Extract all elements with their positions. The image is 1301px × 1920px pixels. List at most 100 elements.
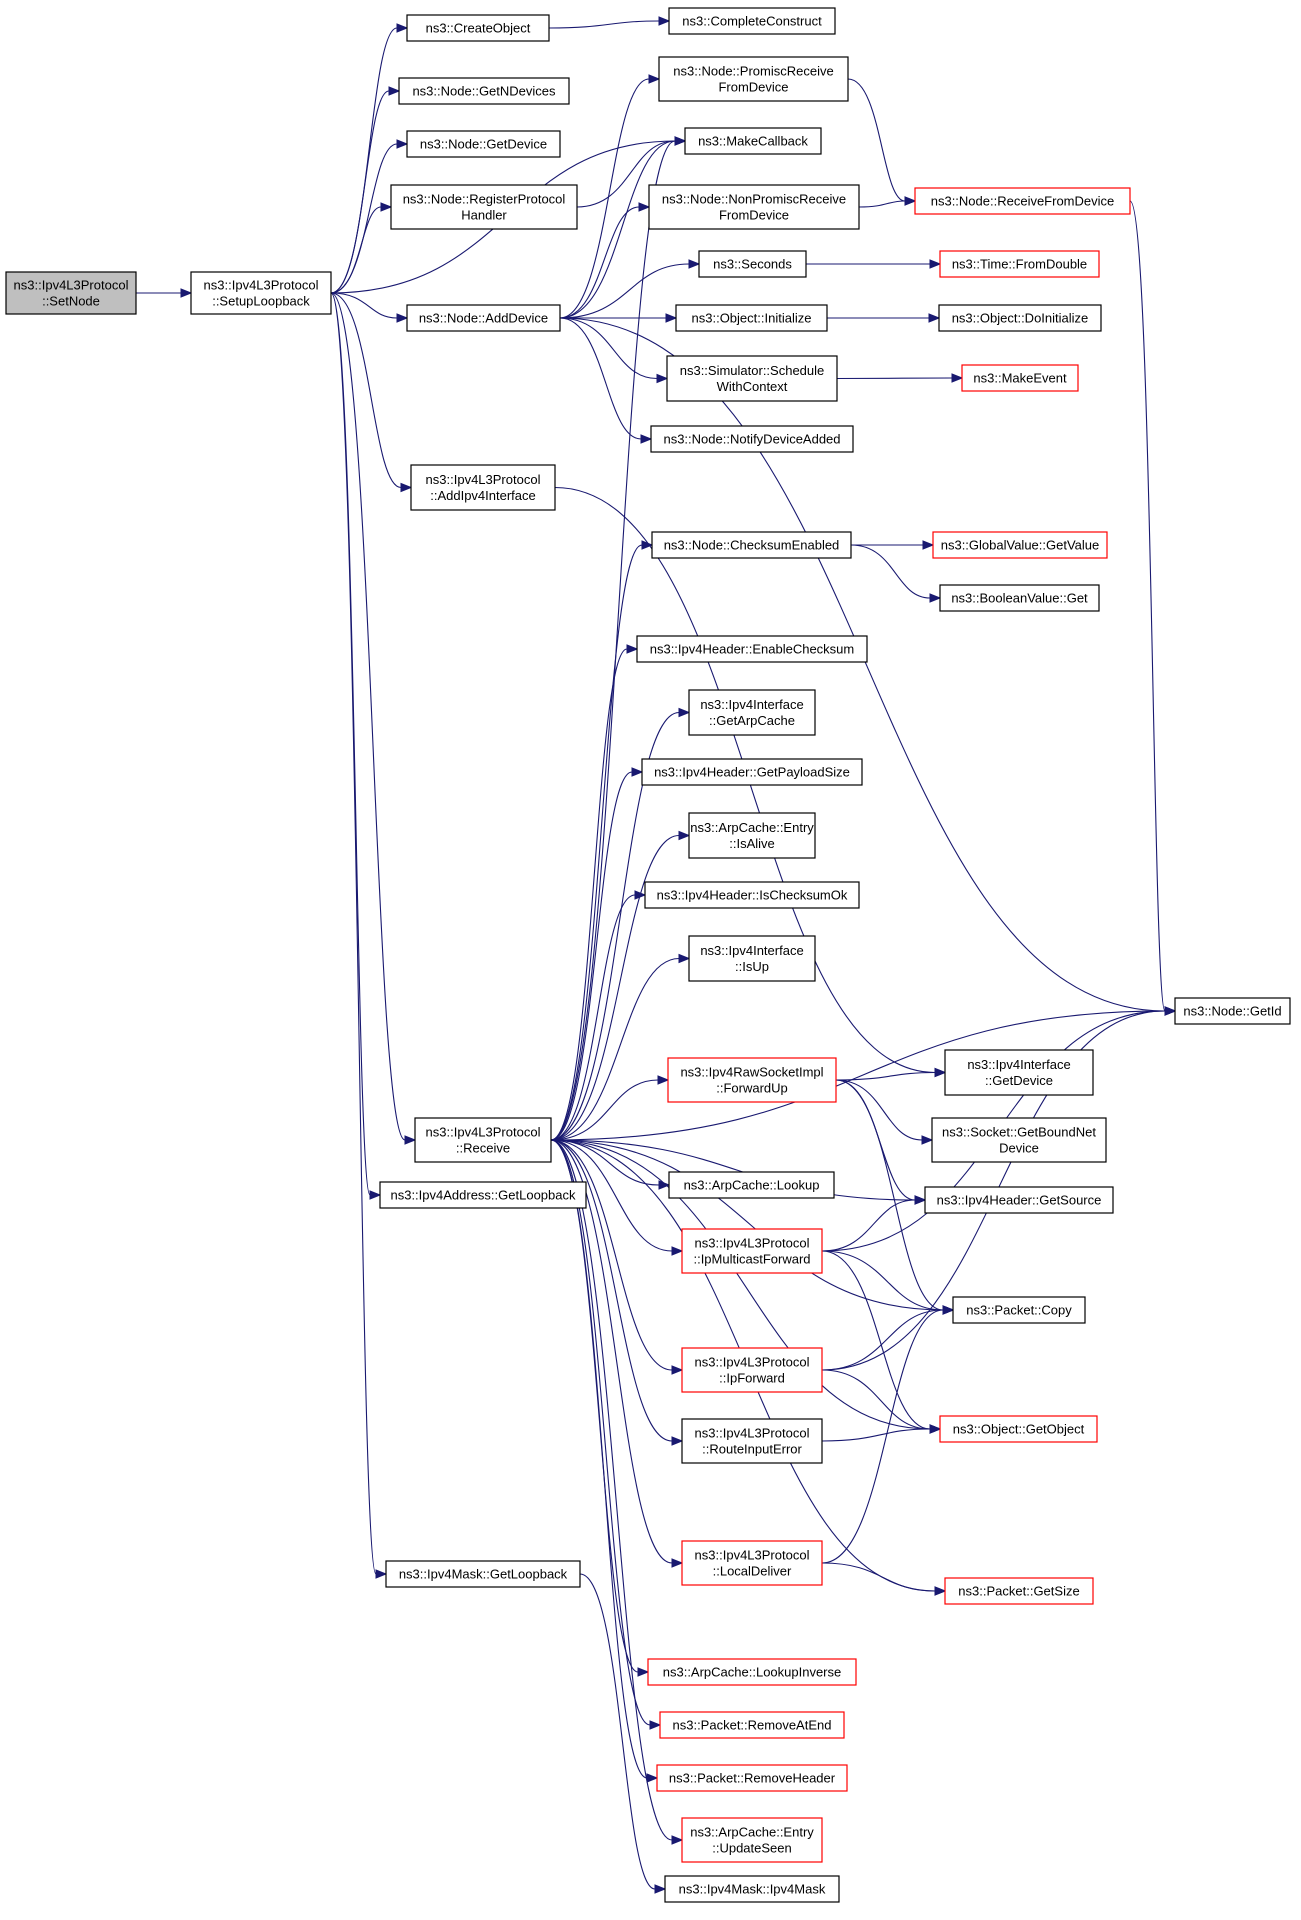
node-label: ns3::Ipv4Header::GetPayloadSize <box>654 765 850 780</box>
node-box <box>681 1540 823 1586</box>
node-label: ns3::CreateObject <box>426 21 531 36</box>
node-packetcopy[interactable]: ns3::Packet::Copy <box>952 1296 1086 1324</box>
node-doinitialize[interactable]: ns3::Object::DoInitialize <box>938 304 1102 332</box>
node-adddevice[interactable]: ns3::Node::AddDevice <box>406 304 561 332</box>
node-label: ns3::Simulator::Schedule <box>680 363 825 378</box>
node-label: ::LocalDeliver <box>713 1564 792 1579</box>
edge-maskgetloopback-to-ipv4mask <box>579 1573 667 1894</box>
node-label: ns3::Node::PromiscReceive <box>673 64 833 79</box>
node-receive[interactable]: ns3::Ipv4L3Protocol::Receive <box>414 1117 552 1163</box>
node-ipv4mask[interactable]: ns3::Ipv4Mask::Ipv4Mask <box>664 1875 840 1903</box>
node-initialize[interactable]: ns3::Object::Initialize <box>675 304 828 332</box>
node-getobject[interactable]: ns3::Object::GetObject <box>939 1415 1098 1443</box>
node-localdeliver[interactable]: ns3::Ipv4L3Protocol::LocalDeliver <box>681 1540 823 1586</box>
edge-setuploopback-to-receive <box>330 292 417 1145</box>
node-ischecksumok[interactable]: ns3::Ipv4Header::IsChecksumOk <box>644 881 860 909</box>
edge-localdeliver-to-packetcopy <box>821 1305 955 1564</box>
node-removeatend[interactable]: ns3::Packet::RemoveAtEnd <box>659 1711 845 1739</box>
node-label: ns3::Ipv4L3Protocol <box>695 1548 810 1563</box>
node-forwardup[interactable]: ns3::Ipv4RawSocketImpl::ForwardUp <box>667 1057 837 1103</box>
node-box <box>681 1347 823 1393</box>
node-makeevent[interactable]: ns3::MakeEvent <box>961 364 1079 392</box>
node-box <box>1174 997 1291 1025</box>
edge-adddevice-to-notifydeviceadded <box>559 317 653 444</box>
node-box <box>684 127 822 155</box>
node-label: ns3::Packet::RemoveHeader <box>669 1771 836 1786</box>
node-label: ns3::Object::GetObject <box>953 1422 1085 1437</box>
node-box <box>5 271 137 315</box>
edge-localdeliver-to-packetgetsize <box>821 1562 947 1596</box>
edge-forwardup-to-getboundnetdevice <box>835 1079 934 1145</box>
node-box <box>667 1057 837 1103</box>
node-completeconstruct[interactable]: ns3::CompleteConstruct <box>668 7 836 35</box>
edge-ipforward-to-getobject <box>821 1369 942 1434</box>
node-label: ns3::ArpCache::Entry <box>690 820 814 835</box>
nodes-layer: ns3::Ipv4L3Protocol::SetNodens3::Ipv4L3P… <box>5 7 1291 1903</box>
node-nodegetid[interactable]: ns3::Node::GetId <box>1174 997 1291 1025</box>
node-label: ns3::Node::RegisterProtocol <box>403 192 566 207</box>
node-label: ns3::Ipv4Interface <box>700 943 803 958</box>
node-removeheader[interactable]: ns3::Packet::RemoveHeader <box>656 1764 848 1792</box>
node-setnode[interactable]: ns3::Ipv4L3Protocol::SetNode <box>5 271 137 315</box>
node-label: ns3::BooleanValue::Get <box>951 591 1088 606</box>
node-label: Handler <box>461 208 507 223</box>
node-isup[interactable]: ns3::Ipv4Interface::IsUp <box>688 935 816 982</box>
edge-nonpromiscreceive-to-receivefromdevice <box>858 196 917 208</box>
node-label: ns3::Node::GetId <box>1183 1004 1281 1019</box>
node-box <box>668 7 836 35</box>
node-getdevice[interactable]: ns3::Node::GetDevice <box>406 130 561 158</box>
node-maskgetloopback[interactable]: ns3::Ipv4Mask::GetLoopback <box>385 1560 581 1588</box>
edge-ipmulticastforward-to-getobject <box>821 1250 942 1434</box>
node-receivefromdevice[interactable]: ns3::Node::ReceiveFromDevice <box>914 187 1131 215</box>
node-getarpcache[interactable]: ns3::Ipv4Interface::GetArpCache <box>688 689 816 736</box>
node-notifydeviceadded[interactable]: ns3::Node::NotifyDeviceAdded <box>650 425 854 453</box>
node-createobject[interactable]: ns3::CreateObject <box>406 14 550 42</box>
node-ifacegetdevice[interactable]: ns3::Ipv4Interface::GetDevice <box>944 1049 1094 1096</box>
node-getndevices[interactable]: ns3::Node::GetNDevices <box>398 77 570 105</box>
node-addipv4interface[interactable]: ns3::Ipv4L3Protocol::AddIpv4Interface <box>410 464 556 511</box>
node-enablechecksum[interactable]: ns3::Ipv4Header::EnableChecksum <box>636 635 868 663</box>
node-box <box>952 1296 1086 1324</box>
edge-adddevice-to-promiscreceive <box>559 74 661 319</box>
node-getpayloadsize[interactable]: ns3::Ipv4Header::GetPayloadSize <box>641 758 863 786</box>
node-ipforward[interactable]: ns3::Ipv4L3Protocol::IpForward <box>681 1347 823 1393</box>
edge-adddevice-to-nonpromiscreceive <box>559 202 651 319</box>
node-label: Device <box>999 1141 1039 1156</box>
node-box <box>406 14 550 42</box>
node-label: ::Receive <box>456 1141 510 1156</box>
node-setuploopback[interactable]: ns3::Ipv4L3Protocol::SetupLoopback <box>190 271 332 315</box>
node-label: ::IsAlive <box>729 836 775 851</box>
node-box <box>636 635 868 663</box>
edge-receive-to-removeheader <box>550 1139 659 1783</box>
node-makecallback[interactable]: ns3::MakeCallback <box>684 127 822 155</box>
node-getsource[interactable]: ns3::Ipv4Header::GetSource <box>924 1186 1114 1214</box>
node-label: ns3::Ipv4Interface <box>967 1057 1070 1072</box>
edge-schedulewithcontext-to-makeevent <box>836 373 964 383</box>
node-seconds[interactable]: ns3::Seconds <box>698 250 807 278</box>
edge-adddevice-to-initialize <box>560 313 678 323</box>
edge-initialize-to-doinitialize <box>827 313 941 323</box>
node-addrgetloopback[interactable]: ns3::Ipv4Address::GetLoopback <box>379 1181 587 1209</box>
node-updateseen[interactable]: ns3::ArpCache::Entry::UpdateSeen <box>681 1817 823 1863</box>
node-booleanget[interactable]: ns3::BooleanValue::Get <box>939 584 1100 612</box>
node-isalive[interactable]: ns3::ArpCache::Entry::IsAlive <box>688 812 816 859</box>
node-label: ns3::Ipv4Header::IsChecksumOk <box>657 888 848 903</box>
node-routeinputerror[interactable]: ns3::Ipv4L3Protocol::RouteInputError <box>681 1418 823 1464</box>
node-label: WithContext <box>717 379 788 394</box>
node-box <box>390 184 578 230</box>
node-box <box>939 584 1100 612</box>
node-box <box>648 184 860 230</box>
node-packetgetsize[interactable]: ns3::Packet::GetSize <box>944 1577 1094 1605</box>
node-checksumenabled[interactable]: ns3::Node::ChecksumEnabled <box>651 531 852 559</box>
node-fromdouble[interactable]: ns3::Time::FromDouble <box>939 250 1100 278</box>
node-globalvalueget[interactable]: ns3::GlobalValue::GetValue <box>932 531 1108 559</box>
node-arplookup[interactable]: ns3::ArpCache::Lookup <box>668 1171 835 1199</box>
node-lookupinverse[interactable]: ns3::ArpCache::LookupInverse <box>647 1658 857 1686</box>
node-ipmulticastforward[interactable]: ns3::Ipv4L3Protocol::IpMulticastForward <box>681 1228 823 1274</box>
node-box <box>650 425 854 453</box>
